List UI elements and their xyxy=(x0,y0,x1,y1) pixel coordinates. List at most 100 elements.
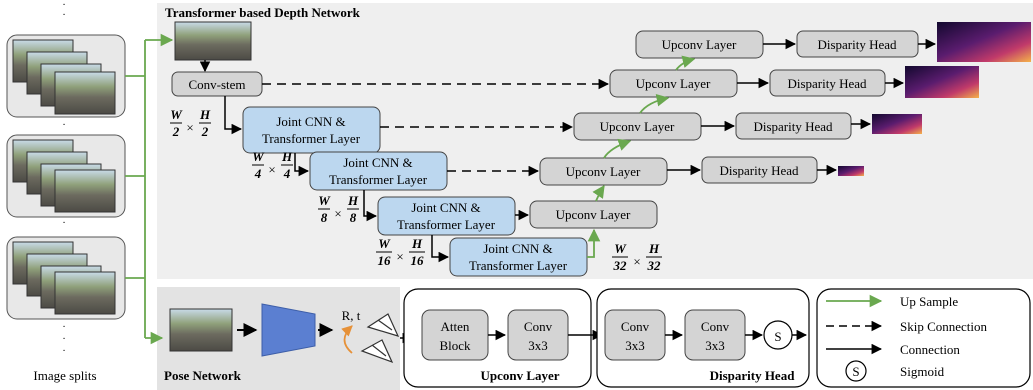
dots-top: · xyxy=(62,0,65,11)
svg-text:W: W xyxy=(318,193,331,208)
scale-w16: W 16 × H 16 xyxy=(376,236,425,268)
image-splits-column: · · · · · · · Image splits xyxy=(6,0,126,383)
pose-encoder-trapezoid xyxy=(261,303,316,357)
upconv-layer-3: Upconv Layer xyxy=(573,112,702,141)
svg-text:×: × xyxy=(396,249,403,264)
svg-text:·: · xyxy=(62,218,65,229)
camera-frustum-1 xyxy=(366,313,400,337)
svg-text:Transformer Layer: Transformer Layer xyxy=(397,217,496,232)
svg-text:S: S xyxy=(774,329,781,344)
svg-text:2: 2 xyxy=(172,124,180,139)
svg-text:·: · xyxy=(62,334,65,345)
disparity-map-2 xyxy=(872,114,922,134)
legend-sigmoid-label: Sigmoid xyxy=(900,364,945,379)
svg-text:H: H xyxy=(411,236,423,251)
svg-text:·: · xyxy=(62,346,65,357)
legend-connection-label: Connection xyxy=(900,342,960,357)
joint-block-4: Joint CNN & Transformer Layer xyxy=(449,237,588,277)
disparity-head-3: Disparity Head xyxy=(769,69,886,97)
svg-text:×: × xyxy=(334,206,341,221)
svg-text:W: W xyxy=(378,236,391,251)
svg-text:16: 16 xyxy=(378,253,392,268)
svg-text:H: H xyxy=(347,193,359,208)
depth-input-image xyxy=(174,21,252,61)
svg-text:4: 4 xyxy=(283,166,291,181)
svg-text:×: × xyxy=(186,120,193,135)
pose-input-image xyxy=(169,308,233,352)
image-splits-label: Image splits xyxy=(33,368,96,383)
svg-text:Disparity Head: Disparity Head xyxy=(817,37,897,52)
input-connectors xyxy=(125,33,174,345)
svg-text:Block: Block xyxy=(439,338,471,353)
svg-text:3x3: 3x3 xyxy=(625,338,645,353)
disparity-map-3 xyxy=(905,66,979,98)
disparity-head-panel: Conv 3x3 Conv 3x3 S Disparity Head xyxy=(596,288,810,388)
legend-sigmoid-circle xyxy=(845,360,867,382)
svg-text:Atten: Atten xyxy=(441,319,470,334)
svg-text:Upconv Layer: Upconv Layer xyxy=(566,164,641,179)
svg-text:·: · xyxy=(62,322,65,333)
svg-text:4: 4 xyxy=(254,166,262,181)
upconv-layer-4: Upconv Layer xyxy=(609,69,738,98)
svg-text:Conv: Conv xyxy=(621,319,650,334)
svg-text:H: H xyxy=(199,107,211,122)
svg-text:16: 16 xyxy=(411,253,425,268)
svg-text:3x3: 3x3 xyxy=(528,338,548,353)
scale-w4: W 4 × H 4 xyxy=(252,149,293,181)
svg-text:Conv: Conv xyxy=(524,319,553,334)
svg-text:2: 2 xyxy=(201,124,209,139)
svg-text:×: × xyxy=(633,254,640,269)
pose-network-label: Pose Network xyxy=(164,368,242,383)
camera-frustum-2 xyxy=(360,339,394,364)
svg-text:Joint CNN &: Joint CNN & xyxy=(343,155,412,170)
rotation-arrow xyxy=(341,325,353,354)
legend: Up Sample Skip Connection Connection S S… xyxy=(816,288,1031,388)
svg-text:32: 32 xyxy=(647,258,662,273)
svg-text:Transformer Layer: Transformer Layer xyxy=(329,172,428,187)
joint-block-3: Joint CNN & Transformer Layer xyxy=(377,196,516,236)
upsample-arrows xyxy=(587,55,696,258)
scale-w8: W 8 × H 8 xyxy=(318,193,359,225)
svg-text:Disparity Head: Disparity Head xyxy=(753,119,833,134)
scale-w32: W 32 × H 32 xyxy=(612,241,662,273)
svg-text:3x3: 3x3 xyxy=(705,338,725,353)
svg-text:Disparity Head: Disparity Head xyxy=(710,368,796,383)
scale-w2: W 2 × H 2 xyxy=(170,107,211,139)
svg-text:H: H xyxy=(648,241,660,256)
svg-text:×: × xyxy=(268,162,275,177)
svg-text:Upconv Layer: Upconv Layer xyxy=(636,76,711,91)
disparity-map-1 xyxy=(838,166,864,176)
svg-text:Upconv Layer: Upconv Layer xyxy=(480,368,559,383)
svg-text:Conv: Conv xyxy=(701,319,730,334)
disparity-map-4 xyxy=(937,22,1031,62)
upconv-layer-1: Upconv Layer xyxy=(529,200,658,229)
svg-text:Upconv Layer: Upconv Layer xyxy=(662,37,737,52)
svg-text:·: · xyxy=(62,10,65,21)
svg-text:W: W xyxy=(614,241,627,256)
svg-text:8: 8 xyxy=(350,210,357,225)
disparity-head-4: Disparity Head xyxy=(796,30,919,58)
joint-block-1: Joint CNN & Transformer Layer xyxy=(242,106,381,154)
svg-text:Joint CNN &: Joint CNN & xyxy=(276,114,345,129)
svg-text:32: 32 xyxy=(613,258,628,273)
svg-text:Disparity Head: Disparity Head xyxy=(787,76,867,91)
svg-text:H: H xyxy=(281,149,293,164)
upconv-layer-panel: Atten Block Conv 3x3 Upconv Layer xyxy=(403,288,604,388)
svg-text:Transformer Layer: Transformer Layer xyxy=(262,131,361,146)
upconv-layer-5: Upconv Layer xyxy=(635,30,764,59)
svg-text:Disparity Head: Disparity Head xyxy=(719,163,799,178)
svg-text:Joint CNN &: Joint CNN & xyxy=(411,200,480,215)
svg-text:·: · xyxy=(62,120,65,131)
legend-skip-label: Skip Connection xyxy=(900,319,988,334)
skip-connections xyxy=(262,78,610,177)
pose-network: R, t Pose Network xyxy=(164,303,400,383)
rt-label: R, t xyxy=(342,308,361,323)
svg-text:W: W xyxy=(252,149,265,164)
disparity-head-2: Disparity Head xyxy=(735,112,852,140)
disparity-connections xyxy=(667,38,937,176)
svg-text:S: S xyxy=(852,364,859,379)
depth-network-title: Transformer based Depth Network xyxy=(165,5,361,20)
svg-text:8: 8 xyxy=(321,210,328,225)
